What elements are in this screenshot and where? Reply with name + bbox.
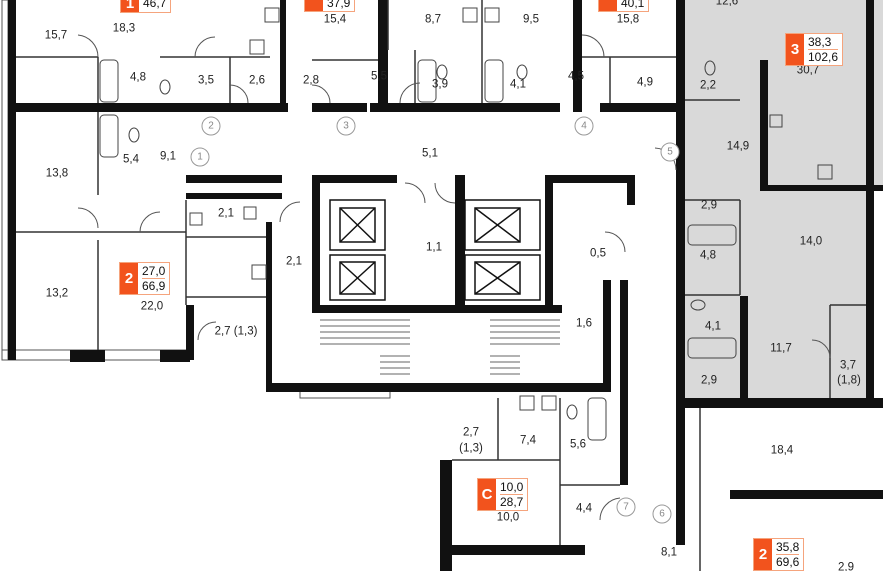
room-area: 13,2 <box>45 287 69 300</box>
room-area: 2,2 <box>700 79 716 92</box>
door-number: 1 <box>197 151 203 163</box>
door-number: 3 <box>343 120 349 132</box>
walls <box>8 0 883 571</box>
room-area: 3,5 <box>198 74 214 87</box>
apartment-living-area: 27,0 <box>142 264 166 278</box>
apartment-tag[interactable]: 40,1 <box>598 0 650 12</box>
room-area: 9,5 <box>523 13 539 26</box>
apartment-rooms: 2 <box>754 539 772 570</box>
elevators <box>329 199 541 301</box>
room-area: 4,9 <box>637 76 653 89</box>
room-area: 2,7 <box>463 426 479 439</box>
apartment-total-area: 66,9 <box>142 278 166 293</box>
apartment-total-area: 102,6 <box>808 49 839 64</box>
apartment-rooms: 2 <box>120 263 138 294</box>
room-area: 2,1 <box>218 207 234 220</box>
fixtures <box>99 7 833 441</box>
room-area: 4,1 <box>510 78 526 91</box>
room-area: 9,1 <box>160 150 176 163</box>
apartment-tag[interactable]: 1 46,7 <box>120 0 172 13</box>
room-area: 1,6 <box>576 317 592 330</box>
room-area: 4,4 <box>576 502 592 515</box>
room-area: 4,5 <box>568 70 584 83</box>
apartment-rooms: 1 <box>121 0 139 12</box>
room-area: 22,0 <box>140 300 164 313</box>
room-area: 2,7 (1,3) <box>214 325 258 338</box>
room-area: 4,8 <box>700 249 716 262</box>
room-area: 5,5 <box>371 70 387 83</box>
room-area: 1,1 <box>426 241 442 254</box>
apartment-living-area: 10,0 <box>500 480 524 494</box>
room-area: 15,4 <box>323 13 347 26</box>
stairs <box>320 319 560 375</box>
room-area: 3,9 <box>432 78 448 91</box>
apartment-total-area: 40,1 <box>621 0 645 10</box>
apartment-rooms <box>599 0 617 11</box>
room-area: 3,7 <box>840 359 856 372</box>
room-area: 5,4 <box>123 153 139 166</box>
door-number: 2 <box>208 120 214 132</box>
room-area: 18,4 <box>770 444 794 457</box>
room-area: 2,9 <box>838 561 854 571</box>
apartment-living-area: 38,3 <box>808 35 832 49</box>
door-number: 7 <box>623 501 629 513</box>
apartment-rooms <box>305 0 323 11</box>
apartment-total-area: 28,7 <box>500 494 524 509</box>
room-area: 5,1 <box>422 147 438 160</box>
room-area: 2,8 <box>303 74 319 87</box>
apartment-total-area: 69,6 <box>776 554 800 569</box>
door-number: 6 <box>659 508 665 520</box>
room-area: 5,6 <box>570 438 586 451</box>
apartment-rooms: C <box>478 479 496 510</box>
room-area: 2,9 <box>701 199 717 212</box>
room-area: 18,3 <box>112 22 136 35</box>
room-area: 11,7 <box>770 342 792 355</box>
apartment-rooms: 3 <box>786 34 804 65</box>
room-area: 30,7 <box>796 64 820 77</box>
room-area: 4,1 <box>705 320 721 333</box>
room-area: 15,8 <box>616 13 640 26</box>
room-area: 2,6 <box>249 74 265 87</box>
room-area: (1,3) <box>459 442 483 455</box>
room-area: 4,8 <box>130 71 146 84</box>
room-area: 10,0 <box>496 511 520 524</box>
room-area: 15,7 <box>44 29 68 42</box>
room-area: 14,9 <box>726 140 750 153</box>
apartment-total-area: 46,7 <box>143 0 167 10</box>
room-area: 7,4 <box>520 434 536 447</box>
room-area: (1,8) <box>837 374 861 387</box>
door-number: 5 <box>667 146 673 158</box>
room-area: 8,7 <box>425 13 441 26</box>
room-area: 14,0 <box>799 235 823 248</box>
room-area: 13,8 <box>45 167 69 180</box>
room-area: 2,1 <box>286 255 302 268</box>
door-number: 4 <box>581 120 587 132</box>
shaded-apartment[interactable] <box>683 0 883 401</box>
apartment-living-area: 35,8 <box>776 540 800 554</box>
room-area: 12,6 <box>715 0 739 8</box>
apartment-total-area: 37,9 <box>327 0 351 10</box>
room-area: 2,9 <box>701 374 717 387</box>
doors <box>77 34 831 521</box>
room-area: 8,1 <box>661 546 677 559</box>
room-area: 0,5 <box>590 247 606 260</box>
apartment-tag[interactable]: 37,9 <box>304 0 356 12</box>
